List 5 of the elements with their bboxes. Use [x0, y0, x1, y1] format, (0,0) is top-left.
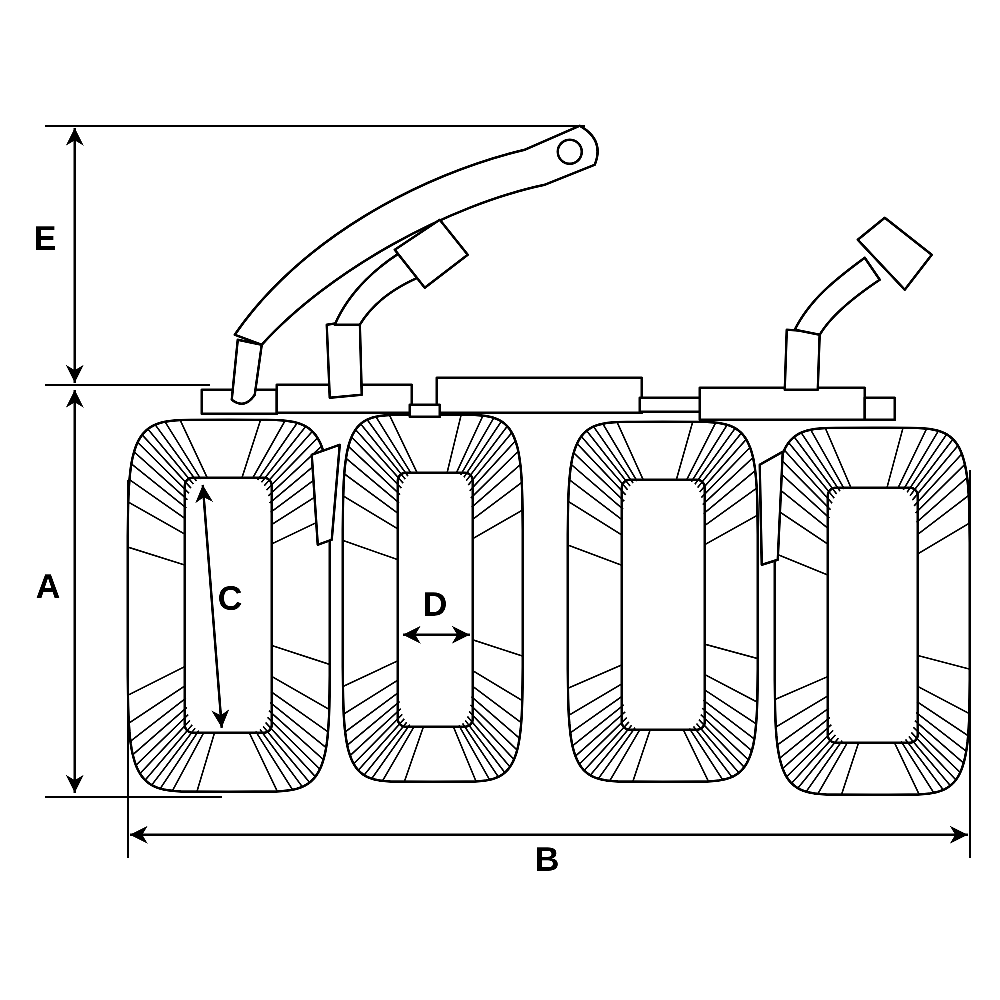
dimension-letter: B: [535, 843, 560, 877]
dimension-letter: D: [423, 588, 448, 622]
dimension-letter: A: [36, 570, 61, 604]
dimension-letter: E: [34, 222, 57, 256]
dimension-letter: C: [218, 582, 243, 616]
